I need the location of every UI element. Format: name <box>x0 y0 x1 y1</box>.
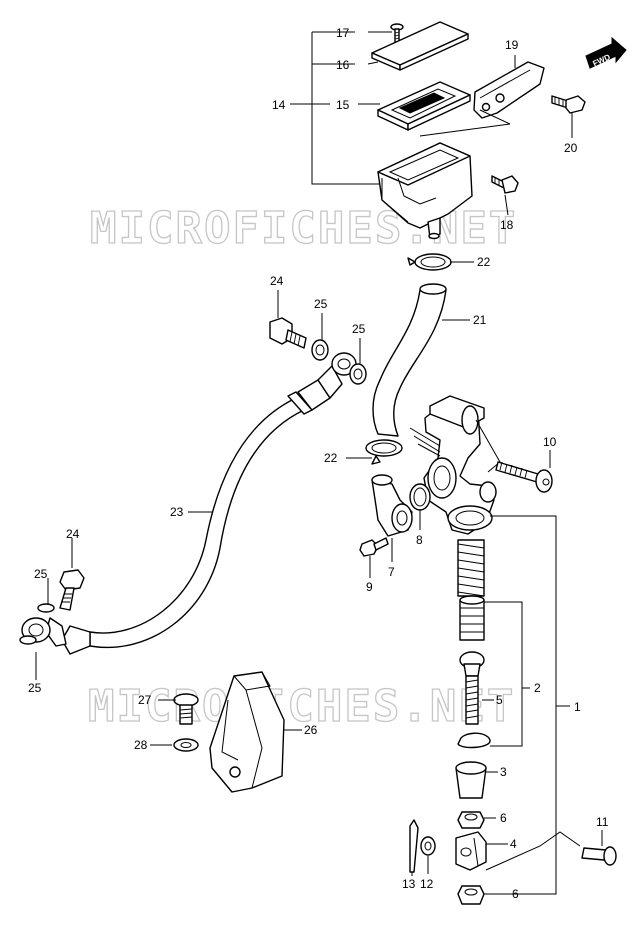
o-ring <box>409 483 431 511</box>
callout-6-upper: 6 <box>500 811 507 825</box>
washer-lower-a <box>37 603 55 613</box>
callout-13: 13 <box>402 877 416 891</box>
washer-upper-b <box>349 363 367 385</box>
cotter-pin <box>409 819 419 873</box>
callout-22-lower: 22 <box>324 451 338 465</box>
callout-18: 18 <box>500 218 514 232</box>
reservoir-cap <box>371 21 469 71</box>
hose-joint <box>371 474 413 537</box>
reservoir-bracket <box>473 61 545 119</box>
callout-14: 14 <box>272 98 286 112</box>
clevis <box>455 831 487 871</box>
callout-3: 3 <box>500 765 507 779</box>
nut-lower <box>457 885 485 905</box>
callout-26: 26 <box>304 723 318 737</box>
washer-upper-a <box>311 339 329 361</box>
callout-27: 27 <box>138 693 152 707</box>
fwd-arrow-icon: FWD <box>585 36 627 69</box>
banjo-bolt-upper <box>269 317 307 349</box>
callout-9: 9 <box>366 580 373 594</box>
push-rod <box>459 651 485 725</box>
boot <box>455 761 487 799</box>
spring <box>457 539 485 597</box>
reservoir-body <box>377 142 473 240</box>
master-cylinder-body <box>409 395 501 535</box>
callout-25-upper-a: 25 <box>314 297 328 311</box>
callout-12: 12 <box>420 877 434 891</box>
circlip <box>457 732 491 749</box>
callout-24-upper: 24 <box>270 274 284 288</box>
piston-cup <box>459 595 485 641</box>
clevis-pin <box>581 846 617 866</box>
hose-clamp-lower <box>365 439 403 465</box>
callout-25-lower-a: 25 <box>34 567 48 581</box>
nut-upper <box>457 811 485 829</box>
leader-lines <box>35 31 603 895</box>
callout-24-lower: 24 <box>66 527 80 541</box>
callout-1: 1 <box>574 700 581 714</box>
banjo-bolt-lower <box>59 569 85 611</box>
callout-7: 7 <box>388 565 395 579</box>
reservoir-hose <box>372 283 447 437</box>
master-cylinder-bolt <box>495 461 553 493</box>
hose-clamp-upper <box>407 253 452 271</box>
callout-28: 28 <box>134 738 148 752</box>
callout-6-lower: 6 <box>512 887 519 901</box>
callouts: 17 16 14 15 19 20 18 22 21 24 25 25 22 1… <box>28 26 609 901</box>
callout-2: 2 <box>534 681 541 695</box>
guard-washer <box>173 738 199 752</box>
callout-11: 11 <box>596 815 609 829</box>
brake-hose <box>21 352 357 655</box>
callout-23: 23 <box>170 505 184 519</box>
callout-5: 5 <box>496 693 503 707</box>
callout-10: 10 <box>543 435 557 449</box>
hose-joint-screw <box>359 537 389 557</box>
washer-lower-b <box>19 635 37 645</box>
callout-17: 17 <box>336 26 350 40</box>
callout-19: 19 <box>505 38 519 52</box>
watermark-bottom: MICROFICHES.NET <box>88 681 515 732</box>
callout-16: 16 <box>336 58 350 72</box>
bracket-bolt <box>551 95 586 114</box>
callout-21: 21 <box>473 313 487 327</box>
callout-25-lower-b: 25 <box>28 681 42 695</box>
reservoir-mount-bolt <box>491 175 519 194</box>
clevis-washer <box>420 836 436 856</box>
callout-25-upper-b: 25 <box>352 322 366 336</box>
reservoir-cap-screw <box>390 23 404 43</box>
callout-4: 4 <box>510 837 517 851</box>
callout-8: 8 <box>416 533 423 547</box>
reservoir-diaphragm <box>377 81 471 131</box>
hose-guard <box>209 671 285 793</box>
callout-20: 20 <box>564 141 578 155</box>
callout-22-upper: 22 <box>477 255 491 269</box>
callout-15: 15 <box>336 98 350 112</box>
